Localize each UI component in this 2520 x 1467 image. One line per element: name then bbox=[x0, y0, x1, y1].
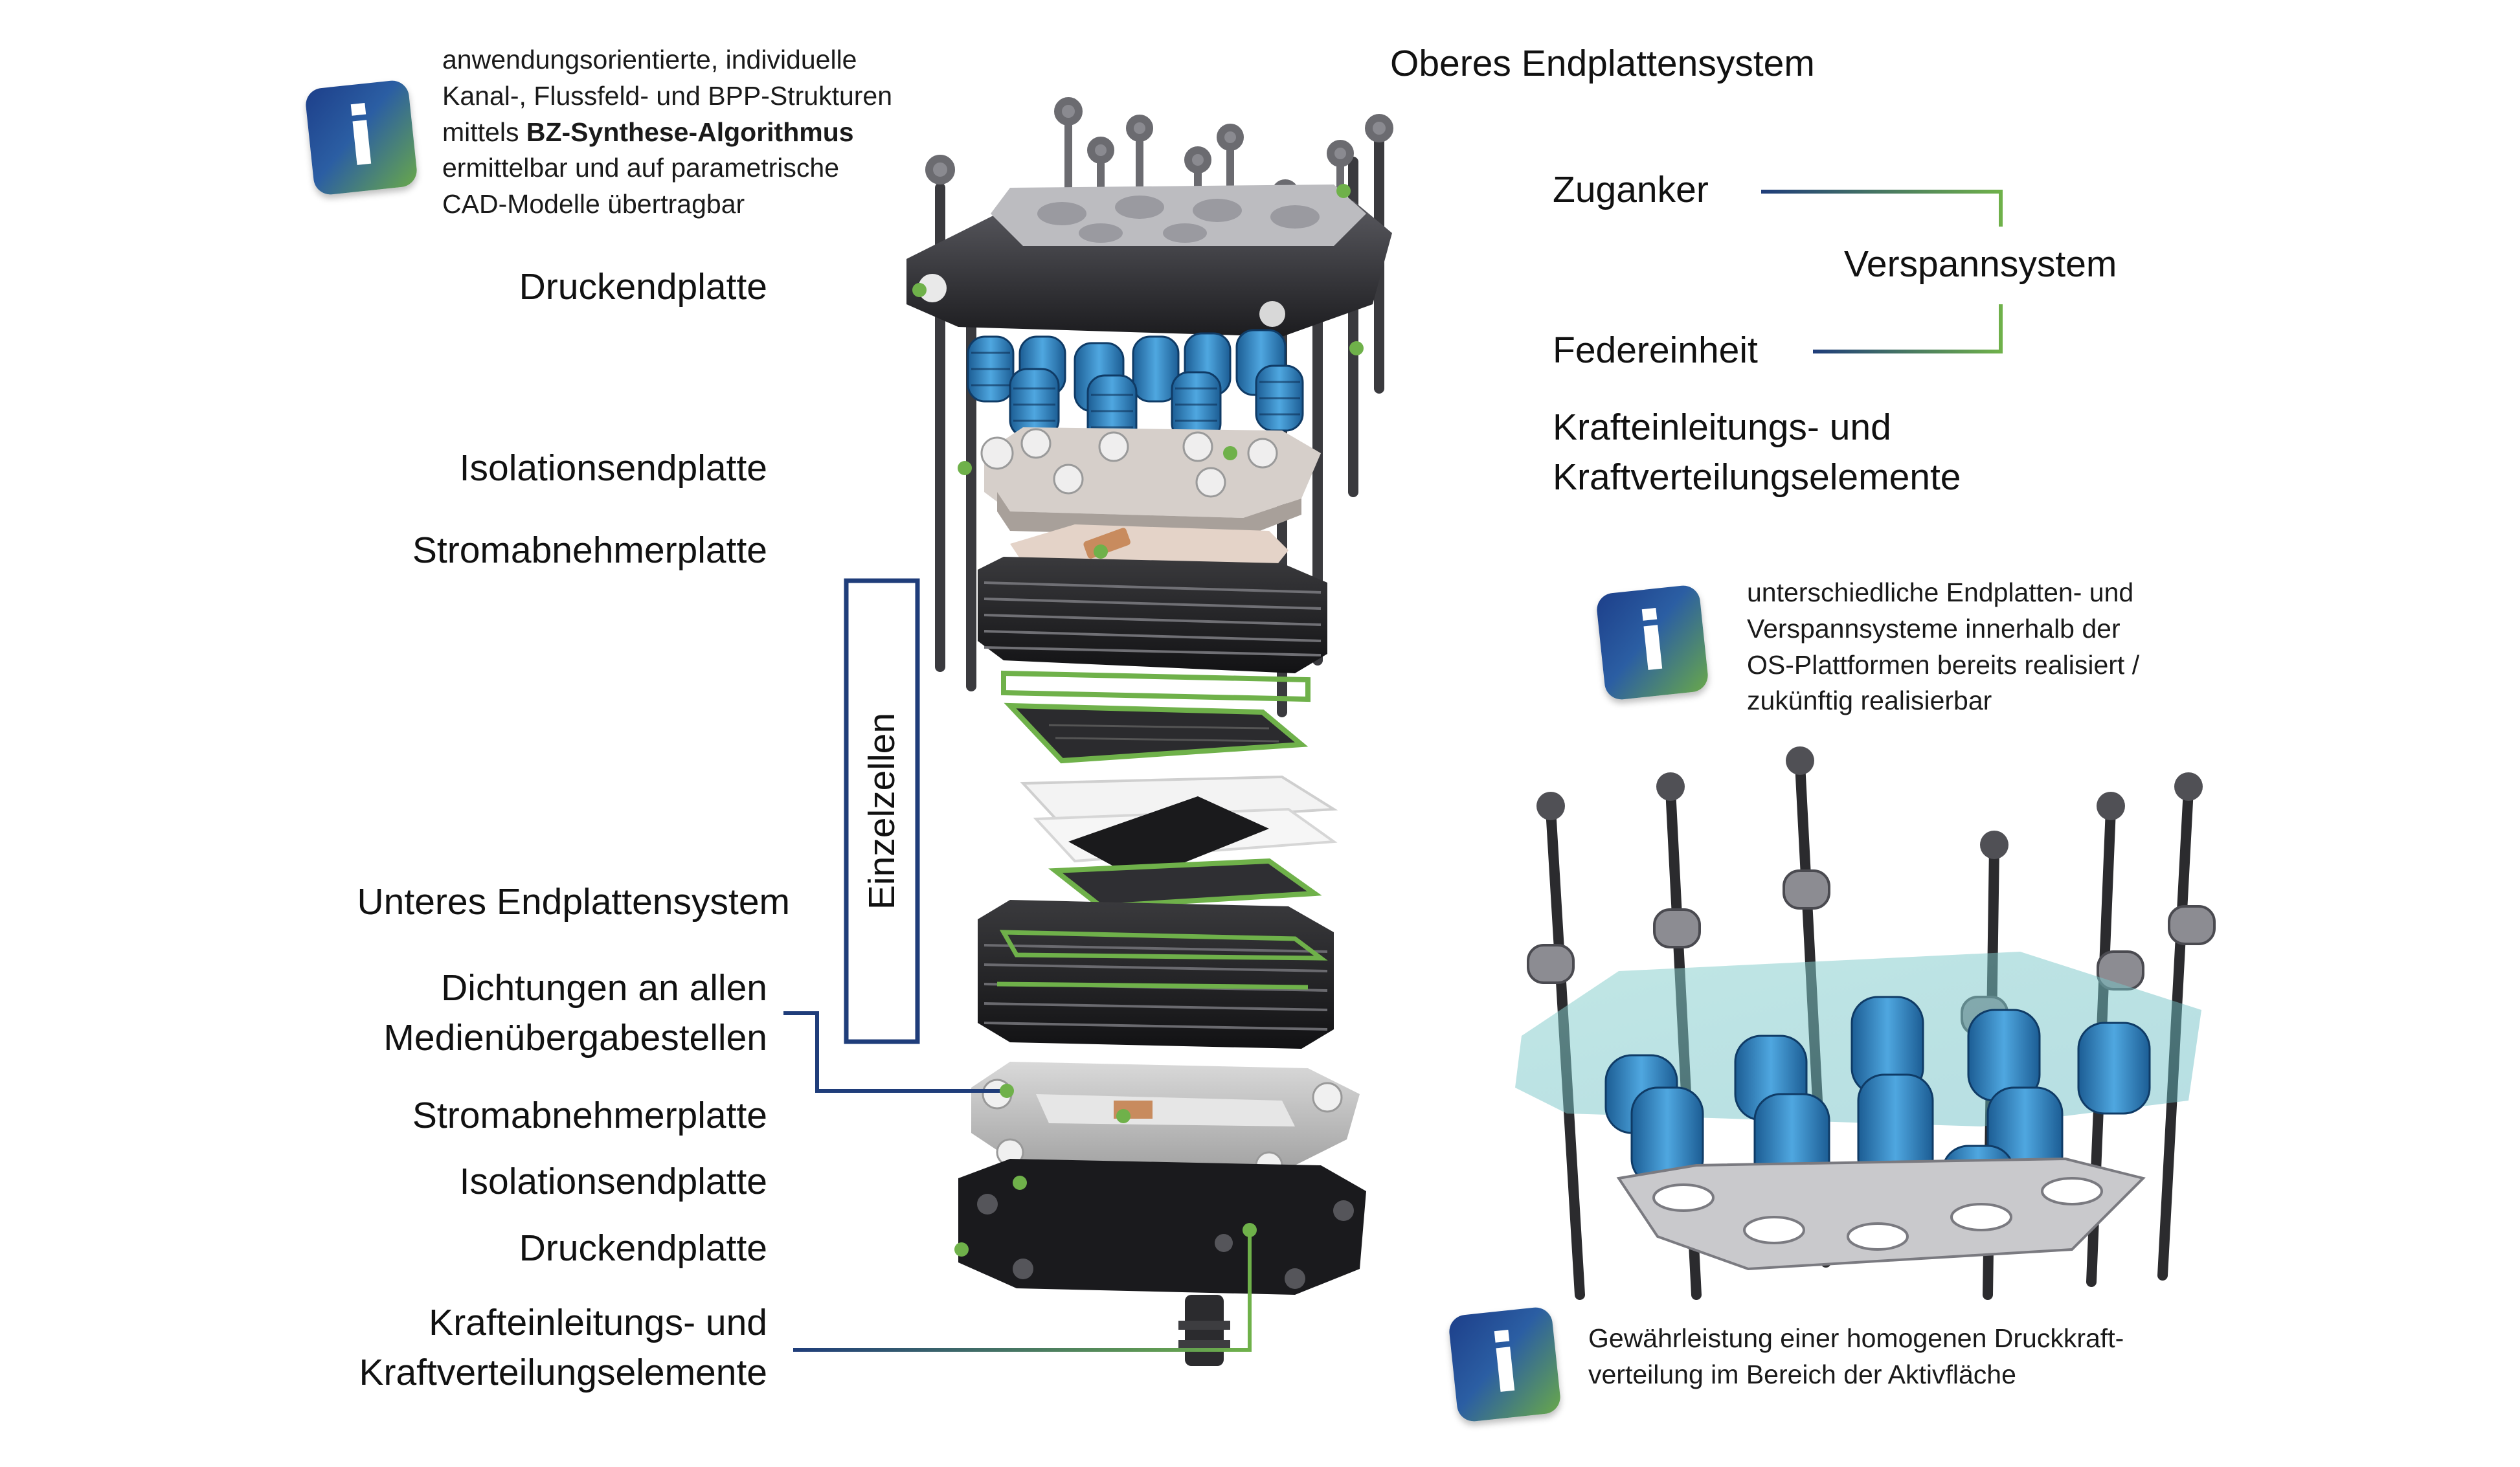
label-dichtungen: Dichtungen an allen Medienübergabestelle… bbox=[383, 963, 767, 1063]
lower-pressure-plate bbox=[958, 1159, 1366, 1366]
exploded-cell-layers bbox=[1004, 702, 1338, 910]
label-line: Medienübergabestellen bbox=[383, 1016, 767, 1058]
info-icon: i bbox=[1447, 1306, 1562, 1423]
detail-base-plate bbox=[1616, 1157, 2146, 1271]
note-line: zukünftig realisierbar bbox=[1747, 686, 1992, 716]
note-line: Gewährleistung einer homogenen Druckkraf… bbox=[1588, 1323, 2124, 1353]
label-line: Kraftverteilungselemente bbox=[359, 1351, 767, 1393]
upper-cell-stack bbox=[978, 557, 1327, 702]
label-druckendplatte-top: Druckendplatte bbox=[519, 266, 767, 308]
label-kraft-elements-lower: Krafteinleitungs- und Kraftverteilungsel… bbox=[359, 1298, 767, 1398]
upper-insulation-plate bbox=[980, 427, 1321, 537]
label-line: Krafteinleitungs- und bbox=[429, 1302, 767, 1343]
note-line: unterschiedliche Endplatten- und bbox=[1747, 577, 2134, 607]
note-line: Kanal-, Flussfeld- und BPP-Strukturen bbox=[442, 80, 893, 111]
info-icon: i bbox=[304, 79, 419, 196]
einzelzellen-frame bbox=[844, 578, 920, 1044]
label-upper-endplate-system: Oberes Endplattensystem bbox=[1390, 43, 1815, 84]
note-bold-text: BZ-Synthese-Algorithmus bbox=[526, 117, 854, 147]
label-stromabnehmerplatte-top: Stromabnehmerplatte bbox=[412, 530, 767, 571]
info-note-bottom: Gewährleistung einer homogenen Druckkraf… bbox=[1588, 1321, 2124, 1393]
label-verspannsystem: Verspannsystem bbox=[1844, 243, 2117, 285]
label-line: Kraftverteilungselemente bbox=[1553, 456, 1961, 498]
detail-bolt-heads bbox=[1536, 746, 2203, 859]
info-note-mid: unterschiedliche Endplatten- und Verspan… bbox=[1747, 575, 2139, 719]
label-stromabnehmerplatte-bottom: Stromabnehmerplatte bbox=[412, 1095, 767, 1136]
label-zuganker: Zuganker bbox=[1553, 169, 1709, 210]
label-druckendplatte-bottom: Druckendplatte bbox=[519, 1227, 767, 1269]
label-einzelzellen: Einzelzellen bbox=[861, 712, 903, 910]
note-text: mittels bbox=[442, 117, 526, 147]
note-line: verteilung im Bereich der Aktivfläche bbox=[1588, 1359, 2016, 1389]
info-note-top: anwendungsorientierte, individuelle Kana… bbox=[442, 42, 892, 223]
note-line: Verspannsysteme innerhalb der bbox=[1747, 613, 2121, 644]
note-line: mittels BZ-Synthese-Algorithmus bbox=[442, 115, 892, 151]
info-icon: i bbox=[1595, 584, 1710, 701]
label-lower-endplate-system: Unteres Endplattensystem bbox=[357, 881, 791, 923]
label-isolationsendplatte-bottom: Isolationsendplatte bbox=[459, 1161, 767, 1202]
label-isolationsendplatte-top: Isolationsendplatte bbox=[459, 447, 767, 489]
label-line: Krafteinleitungs- und bbox=[1553, 407, 1891, 448]
upper-pressure-plate bbox=[906, 185, 1392, 337]
label-line: Dichtungen an allen bbox=[441, 967, 767, 1009]
lower-cell-stack bbox=[978, 900, 1334, 1049]
note-line: anwendungsorientierte, individuelle bbox=[442, 45, 857, 74]
leader-dots bbox=[912, 184, 1364, 1257]
note-line: CAD-Modelle übertragbar bbox=[442, 189, 745, 219]
label-federeinheit: Federeinheit bbox=[1553, 330, 1758, 371]
leader-lines bbox=[783, 189, 2003, 1352]
note-line: OS-Plattformen bereits realisiert / bbox=[1747, 649, 2140, 680]
lower-insulation-plate bbox=[971, 1062, 1360, 1180]
note-line: ermittelbar und auf parametrische bbox=[442, 153, 840, 183]
label-kraft-elements-upper: Krafteinleitungs- und Kraftverteilungsel… bbox=[1553, 403, 1961, 502]
